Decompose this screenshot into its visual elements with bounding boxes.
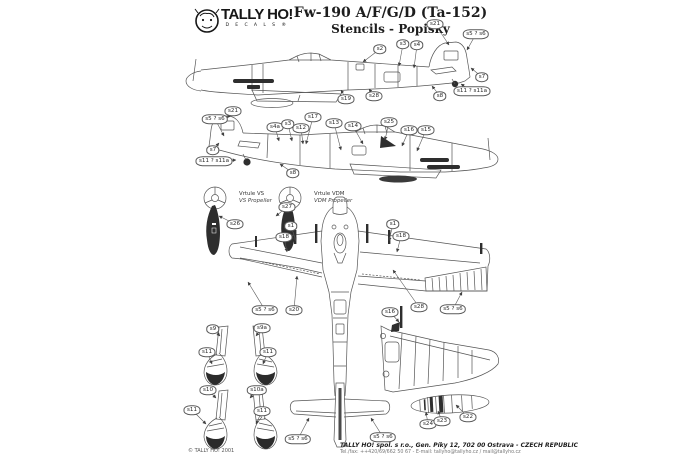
callout-s18: s18 xyxy=(392,231,410,241)
callout-s7: s7 xyxy=(475,72,489,82)
callout-s14: s14 xyxy=(344,121,362,131)
callout-s11-s11a: s11 ? s11a xyxy=(453,86,491,96)
propeller-vs-cz: Vrtule VS xyxy=(239,191,265,197)
propeller-vs-en: VS Propeller xyxy=(239,197,272,204)
brand-subname: D E C A L S ® xyxy=(225,23,289,28)
callout-s28: s28 xyxy=(365,91,383,101)
propeller-vdm-en: VDM Propeller xyxy=(314,197,353,204)
callout-s16: s16 xyxy=(381,307,399,317)
callout-s8: s8 xyxy=(433,91,447,101)
callout-s5-s6: s5 ? s6 xyxy=(439,304,467,314)
callout-s11: s11 xyxy=(183,405,201,415)
callout-s2: s2 xyxy=(373,44,387,54)
callout-s27: s27 xyxy=(278,202,296,212)
copyright-note: © TALLY HO! 2001 xyxy=(188,448,235,454)
lion-logo-icon xyxy=(194,8,220,33)
callout-s3: s3 xyxy=(396,39,410,49)
callout-s22: s22 xyxy=(459,412,477,422)
callout-s7: s7 xyxy=(206,145,220,155)
callout-s9a: s9a xyxy=(253,323,271,333)
callout-s15: s15 xyxy=(417,125,435,135)
callout-s21: s21 xyxy=(426,19,444,29)
callout-s16: s16 xyxy=(400,125,418,135)
callout-s5-s6: s5 ? s6 xyxy=(251,305,279,315)
callout-s5-s6: s5 ? s6 xyxy=(462,29,490,39)
drop-tank xyxy=(410,394,490,414)
side-view-bottom xyxy=(208,115,499,183)
callout-s10: s10 xyxy=(199,385,217,395)
callout-s19: s19 xyxy=(337,94,355,104)
callout-s21: s21 xyxy=(224,106,242,116)
callout-s5-s6: s5 ? s6 xyxy=(369,432,397,442)
callout-s11: s11 xyxy=(198,347,216,357)
callout-s5-s6: s5 ? s6 xyxy=(201,114,229,124)
propeller-label-vs: Vrtule VS VS Propeller xyxy=(239,191,272,204)
callout-s18: s18 xyxy=(275,232,293,242)
propeller-vdm-cz: Vrtule VDM xyxy=(314,191,345,197)
callout-s11: s11 xyxy=(259,347,277,357)
callout-s23: s23 xyxy=(433,416,451,426)
callout-s26: s26 xyxy=(226,219,244,229)
callout-s25: s25 xyxy=(380,117,398,127)
callout-s20: s20 xyxy=(285,305,303,315)
wing-underside-panel xyxy=(380,306,499,393)
callout-s9: s9 xyxy=(206,324,220,334)
brand-logo: TALLY HO! D E C A L S ® xyxy=(192,7,293,28)
callout-s4: s4 xyxy=(410,40,424,50)
callout-s11: s11 xyxy=(253,406,271,416)
gear-doors-lower xyxy=(203,389,278,450)
publisher-address: TALLY HO! spol. s r.o., Gen. Píky 12, 70… xyxy=(340,442,578,449)
callout-s1: s1 xyxy=(284,221,298,231)
side-view-top xyxy=(185,41,471,108)
callout-s13: s13 xyxy=(325,118,343,128)
callout-s5-s6: s5 ? s6 xyxy=(284,434,312,444)
brand-name: TALLY HO! xyxy=(221,6,293,23)
publisher-contact: Tel./fax: ++420/69/662 50 67 - E-mail: t… xyxy=(340,450,521,455)
callout-s11-s11a: s11 ? s11a xyxy=(195,156,233,166)
callout-s10a: s10a xyxy=(246,385,268,395)
sheet-title: Fw-190 A/F/G/D (Ta-152) xyxy=(293,5,488,21)
callout-s28: s28 xyxy=(410,302,428,312)
propeller-label-vdm: Vrtule VDM VDM Propeller xyxy=(314,191,352,204)
callout-s17: s17 xyxy=(304,112,322,122)
sheet-subtitle: Stencils - Popisky xyxy=(331,22,450,36)
callout-s1: s1 xyxy=(386,219,400,229)
callout-s12: s12 xyxy=(292,123,310,133)
callout-s8: s8 xyxy=(286,168,300,178)
